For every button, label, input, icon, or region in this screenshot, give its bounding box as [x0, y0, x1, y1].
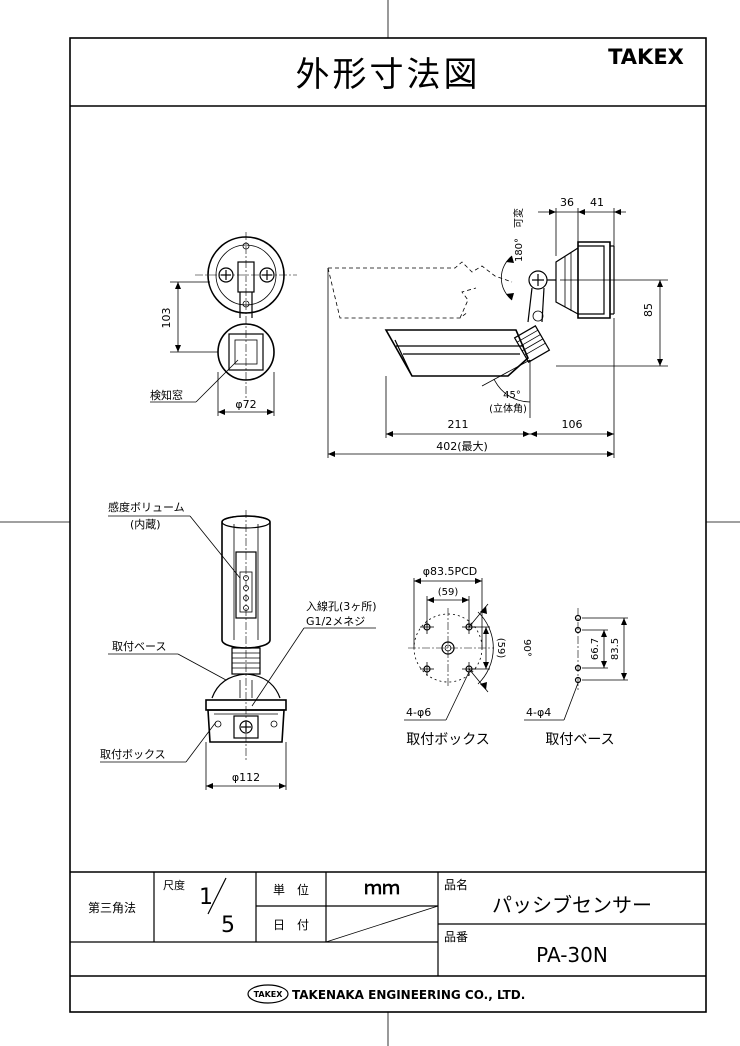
- label-wire-hole: 入線孔(3ヶ所): [306, 599, 377, 613]
- scale-label: 尺度: [163, 878, 185, 892]
- dim-106: 106: [562, 418, 583, 431]
- label-holes-phi6: 4-φ6: [406, 706, 431, 719]
- dim-41: 41: [590, 196, 604, 209]
- label-thread: G1/2メネジ: [306, 615, 365, 628]
- page-title: 外形寸法図: [296, 55, 481, 95]
- scale-denominator: 5: [221, 913, 235, 938]
- dim-211: 211: [448, 418, 469, 431]
- dim-phi112: φ112: [232, 771, 260, 784]
- company-logo: [247, 984, 289, 1004]
- pivot-screw-icon: [528, 270, 548, 290]
- base-view: 66.7 83.5 4-φ4 取付ベース: [524, 608, 628, 748]
- label-sensitivity-volume: 感度ボリューム: [108, 500, 185, 514]
- brand-logo: TAKEX: [608, 45, 684, 69]
- unit-value: ｍｍ: [364, 878, 400, 899]
- dim-59-horizontal: (59): [438, 587, 459, 598]
- part-number: PA-30N: [536, 943, 608, 967]
- label-detection-window: 検知窓: [150, 388, 183, 402]
- screw-icon: [239, 720, 253, 734]
- dim-402: 402(最大): [436, 439, 488, 453]
- section-view: φ112 感度ボリューム (内蔵) 取付ベース 取付ボックス 入線孔(3ヶ所) …: [100, 500, 377, 790]
- label-sensitivity-volume-note: (内蔵): [130, 517, 161, 531]
- dim-36: 36: [560, 196, 574, 209]
- caption-mounting-box: 取付ボックス: [406, 732, 490, 748]
- dim-103: 103: [160, 308, 173, 329]
- product-name-label: 品名: [444, 877, 468, 892]
- dim-83-5: 83.5: [610, 638, 621, 660]
- scale-numerator: 1: [199, 885, 213, 910]
- projection-method: 第三角法: [88, 901, 136, 915]
- part-number-label: 品番: [444, 930, 468, 944]
- label-mounting-box: 取付ボックス: [100, 748, 166, 761]
- front-view: 103 φ72 検知窓: [150, 232, 297, 416]
- label-holes-phi4: 4-φ4: [526, 706, 551, 719]
- title-block: 第三角法 尺度 1 5 単 位 ｍｍ 日 付 品名 パッシブセンサー 品番 PA…: [70, 871, 706, 1004]
- company-name: TAKENAKA ENGINEERING CO., LTD.: [292, 988, 525, 1002]
- dim-phi72: φ72: [235, 398, 256, 411]
- screw-icon: [259, 267, 275, 283]
- date-label: 日 付: [273, 918, 309, 932]
- dim-85: 85: [642, 303, 655, 317]
- unit-label: 単 位: [273, 882, 309, 897]
- label-rotation: 180°: [514, 238, 525, 262]
- sheet-frame: [69, 37, 707, 1013]
- collar: [513, 325, 551, 363]
- company-logo-text: TAKEX: [254, 990, 284, 999]
- dim-pcd: φ83.5PCD: [423, 565, 478, 578]
- caption-mounting-base: 取付ベース: [545, 732, 614, 748]
- dim-66-7: 66.7: [590, 638, 601, 660]
- side-view: 180° 可変 36 41 85 45° (立体角) 211 106: [327, 196, 668, 458]
- label-solid-angle: (立体角): [489, 402, 527, 415]
- label-rotation-note: 可変: [512, 208, 525, 228]
- dim-90deg: 90°: [521, 639, 532, 657]
- screw-icon: [218, 267, 234, 283]
- label-mounting-base: 取付ベース: [112, 640, 166, 653]
- product-name: パッシブセンサー: [492, 893, 652, 917]
- dim-59-vertical: (59): [495, 638, 506, 659]
- label-45deg: 45°: [503, 390, 521, 401]
- box-view: φ83.5PCD (59) (59) 90° 4-φ6 取付ボックス: [404, 565, 532, 748]
